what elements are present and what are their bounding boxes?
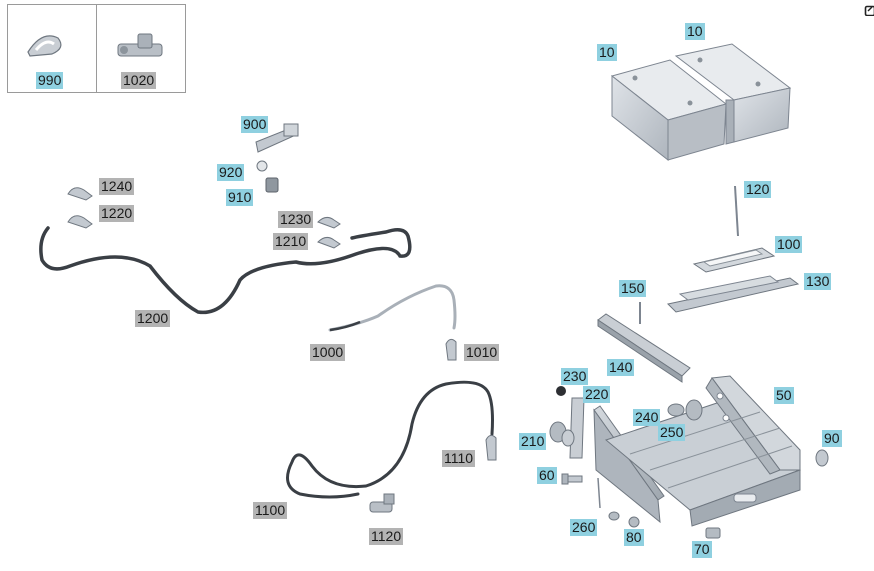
bracket-130: [666, 275, 800, 313]
callout-1000: 1000: [310, 344, 346, 361]
callout-1110: 1110: [442, 450, 476, 467]
callout-130: 130: [804, 273, 832, 290]
terminal-clamp-1020: [117, 33, 163, 57]
callout-120: 120: [744, 181, 772, 198]
callout-90: 90: [822, 430, 842, 447]
callout-10-a: 10: [685, 23, 705, 40]
lug-1110: [485, 434, 497, 461]
bolt-70: [705, 527, 721, 539]
callout-10-b: 10: [597, 44, 617, 61]
rod-120: [734, 185, 739, 237]
callout-1020: 1020: [121, 72, 157, 89]
lug-1210: [317, 236, 341, 249]
callout-1200: 1200: [135, 310, 171, 327]
hold-down-plate-100: [692, 247, 776, 273]
cable-1000: [328, 284, 457, 332]
grommet-230: [556, 386, 566, 396]
callout-1220: 1220: [99, 205, 135, 222]
rail-140: [597, 313, 691, 383]
callout-1010: 1010: [464, 344, 500, 361]
lug-1220: [67, 215, 93, 229]
clamp-910: [265, 177, 279, 193]
nut-260: [608, 511, 620, 521]
callout-920: 920: [217, 164, 245, 181]
external-link-icon[interactable]: [864, 4, 874, 16]
washer-920: [256, 160, 268, 172]
cable-1200: [39, 226, 412, 315]
callout-990: 990: [36, 72, 64, 89]
callout-50: 50: [774, 387, 794, 404]
battery-left: [610, 59, 728, 162]
lug-1010: [445, 338, 457, 361]
cable-1100: [286, 380, 494, 499]
callout-1210: 1210: [273, 233, 309, 250]
callout-60: 60: [537, 467, 557, 484]
callout-260: 260: [570, 519, 598, 536]
clip-210: [549, 421, 575, 447]
lug-1240: [67, 187, 93, 201]
clip-250: [685, 399, 703, 421]
nut-80: [628, 516, 640, 528]
callout-210: 210: [519, 433, 547, 450]
callout-1100: 1100: [253, 502, 288, 519]
callout-240: 240: [633, 409, 661, 426]
bracket-900: [255, 123, 299, 153]
bushing-240: [667, 403, 685, 417]
pin-260: [597, 477, 601, 509]
battery-tray-50: [593, 375, 801, 527]
callout-220: 220: [583, 386, 611, 403]
battery-right: [674, 43, 792, 145]
lug-1230: [317, 216, 341, 229]
callout-100: 100: [775, 236, 803, 253]
callout-230: 230: [561, 368, 589, 385]
strip-220: [569, 397, 585, 459]
callout-250: 250: [658, 424, 686, 441]
callout-1230: 1230: [278, 211, 314, 228]
callout-900: 900: [241, 116, 269, 133]
callout-70: 70: [692, 541, 712, 558]
callout-140: 140: [607, 359, 635, 376]
bolt-60: [561, 473, 583, 485]
callout-80: 80: [624, 529, 644, 546]
callout-910: 910: [226, 189, 254, 206]
clamp-1120: [369, 493, 395, 513]
cap-90: [815, 449, 829, 467]
clamp-990: [27, 35, 62, 57]
callout-1120: 1120: [369, 528, 404, 545]
callout-1240: 1240: [99, 178, 135, 195]
callout-150: 150: [619, 280, 647, 297]
